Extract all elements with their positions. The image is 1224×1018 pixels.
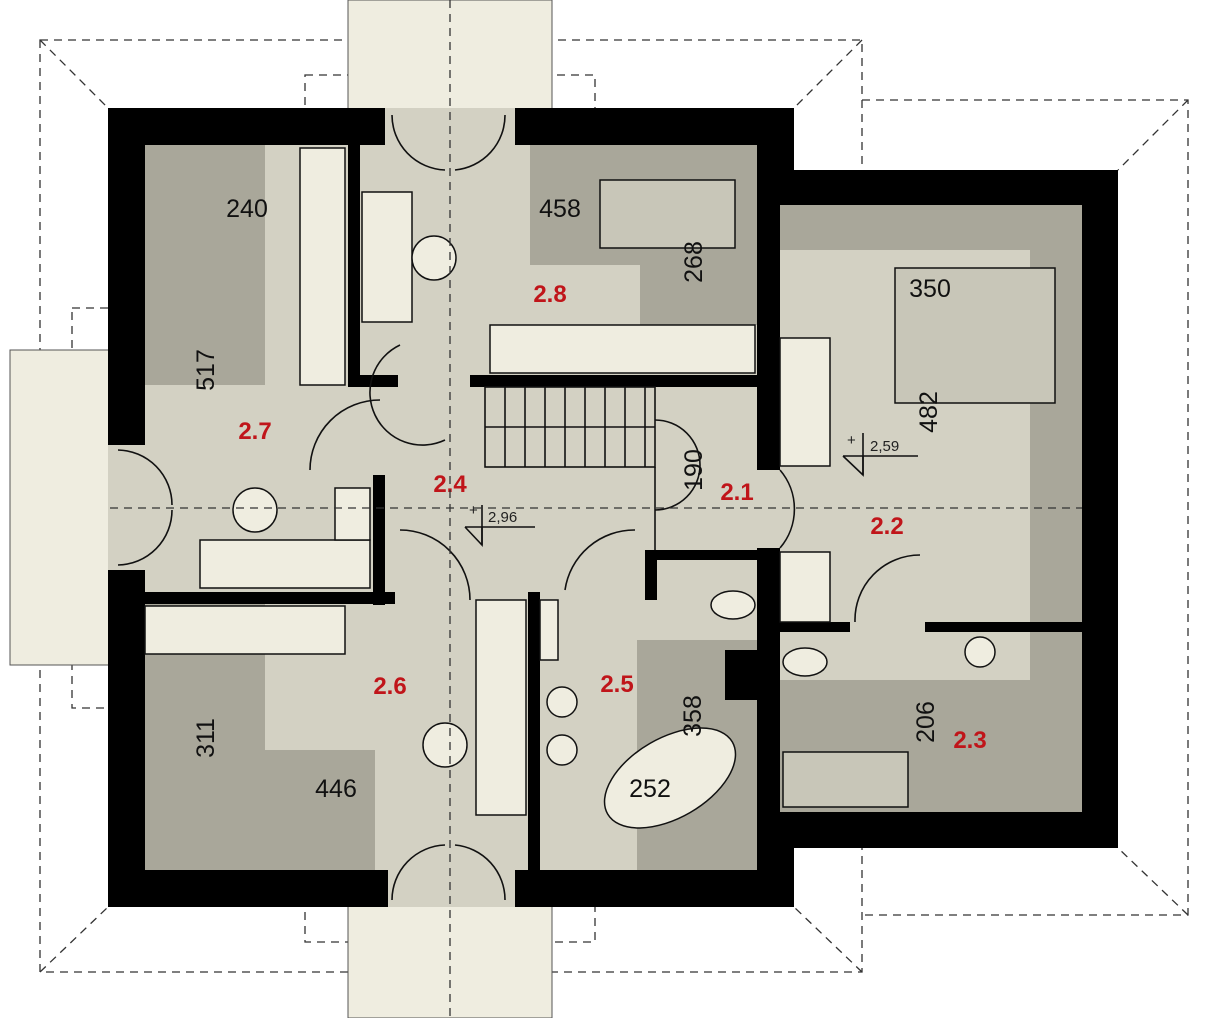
level-marker: + 2,96 (464, 502, 535, 548)
room-label-2-1: 2.1 (720, 479, 753, 506)
room-label-2-2: 2.2 (870, 513, 903, 540)
interior-walls (145, 145, 1082, 870)
dimension-label: 458 (539, 195, 581, 223)
room-label-2-5: 2.5 (600, 671, 633, 698)
room-label-2-8: 2.8 (533, 281, 566, 308)
balcony-left (9, 349, 111, 666)
dimension-label: 446 (315, 775, 357, 803)
door-opening-bottom (388, 867, 515, 907)
staircase[interactable] (484, 386, 701, 550)
room-label-2-6: 2.6 (373, 673, 406, 700)
furniture (144, 147, 1056, 829)
wing-opening (757, 470, 782, 548)
room-label-2-3: 2.3 (953, 727, 986, 754)
dimension-label: 190 (680, 449, 708, 491)
dimension-label: 240 (226, 195, 268, 223)
room-label-2-7: 2.7 (238, 418, 271, 445)
dimension-label: 358 (679, 695, 707, 737)
doors[interactable] (117, 114, 921, 901)
dimension-label: 268 (680, 241, 708, 283)
svg-text:+: + (469, 502, 478, 519)
dimension-label: 252 (629, 775, 671, 803)
dimension-label: 350 (909, 275, 951, 303)
dimension-label: 517 (192, 349, 220, 391)
dimension-label: 482 (915, 391, 943, 433)
svg-text:+: + (847, 432, 856, 449)
level-marker: + 2,59 (842, 432, 918, 477)
dimension-label: 311 (192, 718, 220, 758)
dimension-label: 206 (912, 701, 940, 743)
svg-text:2,96: 2,96 (488, 509, 517, 526)
svg-text:2,59: 2,59 (870, 438, 899, 455)
